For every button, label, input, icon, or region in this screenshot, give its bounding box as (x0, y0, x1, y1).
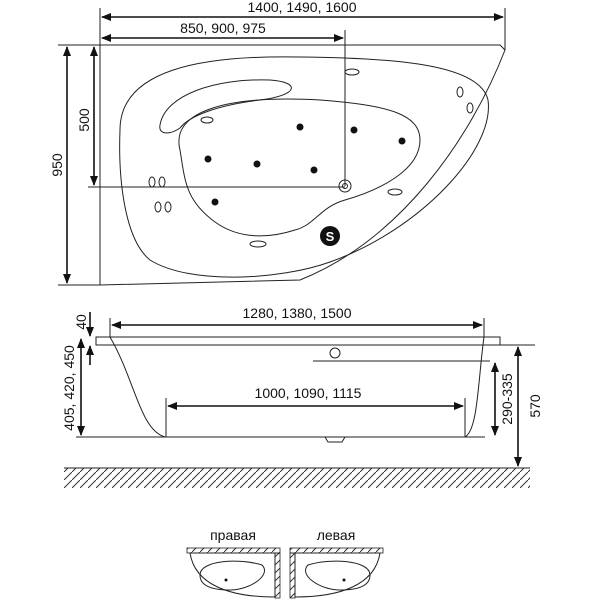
bottom-length-label: 1000, 1090, 1115 (255, 385, 362, 401)
top-outline (99, 44, 506, 286)
water-level-label: 290-335 (499, 373, 515, 425)
jet (310, 166, 318, 174)
overflow-icon (320, 226, 340, 246)
jet (211, 198, 219, 206)
headrest (159, 79, 292, 134)
total-height-label: 570 (527, 394, 543, 418)
variant-right-label: правая (210, 527, 256, 543)
side-jets (148, 68, 474, 248)
depth-label: 405, 420, 450 (61, 345, 77, 431)
jet (398, 137, 406, 145)
jet (296, 123, 304, 131)
top-view: S 1400, 1490, 1600 850, 900, 975 950 500 (49, 0, 506, 286)
floor-hatch (64, 468, 530, 488)
center-label: 850, 900, 975 (180, 20, 266, 36)
rim-thickness-label: 40 (73, 314, 89, 330)
drain-symbol: S (326, 229, 335, 244)
width-label: 1400, 1490, 1600 (248, 0, 357, 15)
rim-length-label: 1280, 1380, 1500 (243, 305, 352, 321)
jet (204, 155, 212, 163)
side-view: 1280, 1380, 1500 1000, 1090, 1115 40 405… (61, 305, 543, 488)
variant-left: левая (289, 527, 384, 599)
tub-rim (119, 56, 489, 278)
rim (95, 336, 501, 346)
drain-offset-label: 500 (76, 108, 92, 132)
jet (350, 126, 358, 134)
jets (204, 123, 406, 206)
depth-label: 950 (49, 153, 65, 177)
variant-left-label: левая (317, 527, 356, 543)
variant-right: правая (186, 527, 281, 599)
overflow-icon (329, 347, 341, 359)
tub-basin (178, 98, 421, 237)
jet (253, 160, 261, 168)
